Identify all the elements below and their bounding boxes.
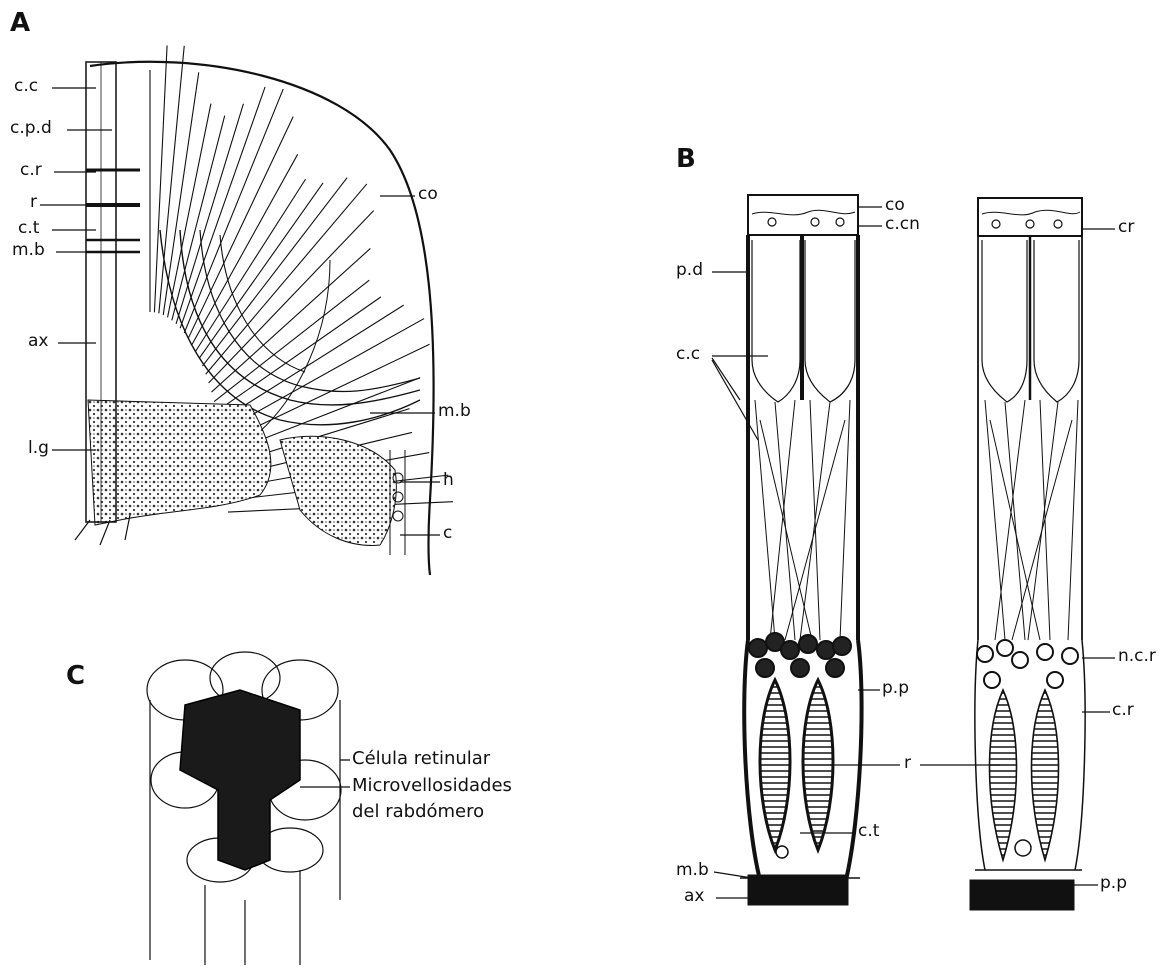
label-a-ct: c.t	[18, 220, 39, 237]
label-a-cc: c.c	[14, 78, 38, 95]
label-a-c: c	[443, 525, 452, 542]
label-b-r: r	[904, 755, 911, 772]
label-b-cr-top: cr	[1118, 219, 1134, 236]
panel-c-drawing	[147, 652, 350, 965]
label-b-pp-upper: p.p	[882, 680, 909, 697]
label-b-cr-right: c.r	[1112, 702, 1134, 719]
panel-b-letter: B	[676, 146, 696, 172]
label-c-retinular: Célula retinular	[352, 750, 490, 768]
panel-a-letter: A	[10, 10, 30, 36]
panel-b-left-pair	[740, 195, 862, 905]
label-a-r: r	[30, 194, 37, 211]
label-a-ax: ax	[28, 333, 48, 350]
label-b-cc: c.c	[676, 346, 700, 363]
label-c-micro-2: del rabdómero	[352, 803, 484, 821]
panel-b-right-pair	[970, 198, 1085, 910]
label-b-ccn: c.cn	[885, 216, 920, 233]
label-a-lg: l.g	[28, 440, 49, 457]
label-c-micro-1: Microvellosidades	[352, 777, 512, 795]
label-b-mb: m.b	[676, 862, 709, 879]
label-b-ncr: n.c.r	[1118, 648, 1156, 665]
label-a-mb-left: m.b	[12, 242, 45, 259]
panel-a-drawing	[75, 46, 453, 575]
label-a-cpd: c.p.d	[10, 120, 52, 137]
label-b-co: co	[885, 197, 905, 214]
label-b-pp-lower: p.p	[1100, 875, 1127, 892]
label-a-h: h	[443, 472, 454, 489]
label-a-co: co	[418, 186, 438, 203]
label-b-ct: c.t	[858, 823, 879, 840]
label-b-ax: ax	[684, 888, 704, 905]
panel-c-letter: C	[66, 663, 85, 689]
label-a-cr: c.r	[20, 162, 42, 179]
label-b-pd: p.d	[676, 262, 703, 279]
label-a-mb-right: m.b	[438, 403, 471, 420]
